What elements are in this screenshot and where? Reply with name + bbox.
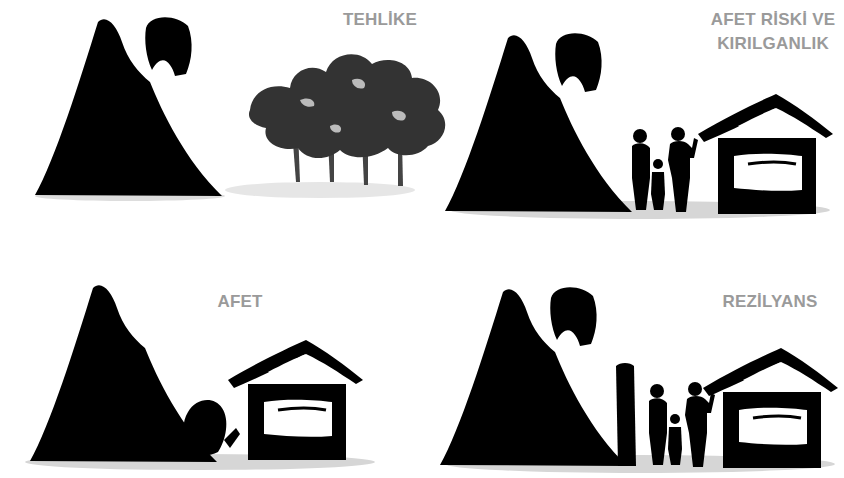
mountain — [35, 19, 222, 196]
tree-cluster — [249, 54, 445, 186]
people-silhouettes — [632, 127, 698, 212]
panel-label: AFET RİSKİ VE KIRILGANLIK — [688, 8, 844, 56]
fallen-rock — [184, 400, 227, 455]
overhang-rock — [145, 17, 191, 76]
hazard-panel — [35, 17, 445, 201]
panel-label: AFET — [185, 290, 295, 314]
overhang-rock — [550, 287, 596, 346]
people-silhouettes — [649, 382, 715, 467]
ground-shadow — [225, 182, 415, 198]
protective-barrier — [616, 363, 636, 466]
house — [228, 340, 363, 460]
mountain — [445, 35, 632, 212]
panel-label: TEHLİKE — [310, 8, 450, 32]
house — [703, 348, 838, 468]
debris — [224, 428, 240, 448]
panel-label: REZİLYANS — [700, 290, 840, 314]
overhang-rock — [555, 33, 601, 92]
mountain — [440, 289, 627, 466]
house — [698, 94, 833, 214]
disaster-panel — [25, 285, 375, 470]
risk-panel — [445, 33, 833, 219]
resilience-panel — [440, 287, 838, 473]
